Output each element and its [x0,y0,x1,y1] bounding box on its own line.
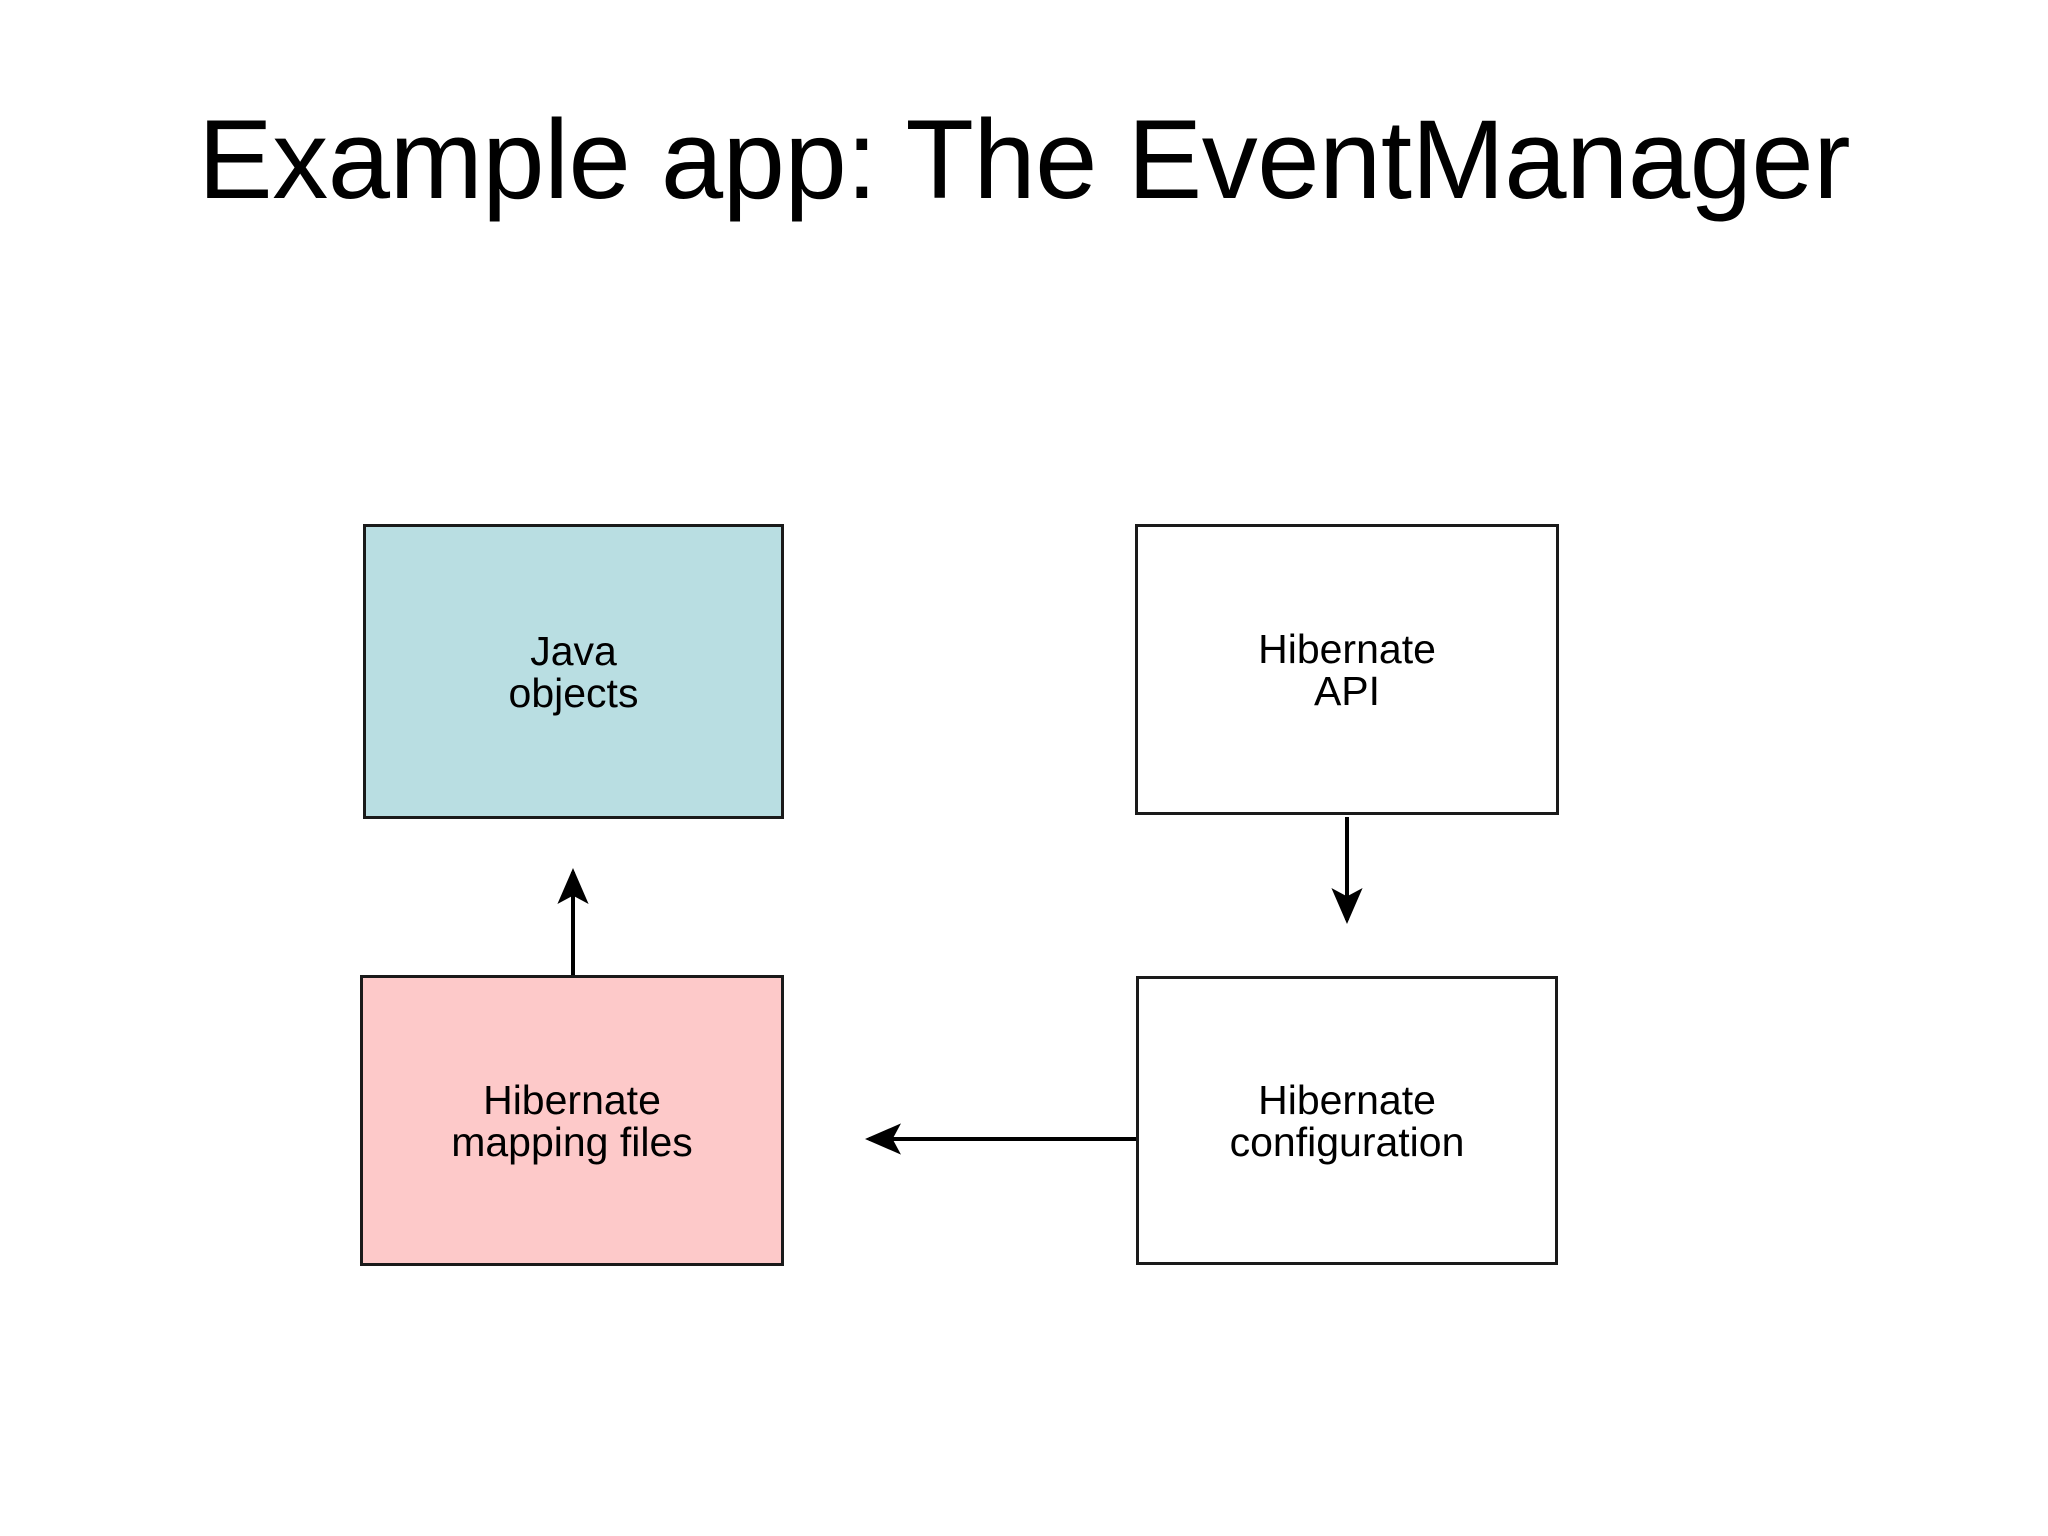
diagram-node-label: Hibernate mapping files [451,1076,693,1165]
diagram-node-label: Hibernate configuration [1229,1076,1465,1165]
diagram-node-label: Hibernate API [1258,625,1436,714]
page-title: Example app: The EventManager [198,97,1851,222]
diagram-node-hibernate-mapping-files[interactable]: Hibernate mapping files [360,975,784,1266]
diagram-node-hibernate-configuration[interactable]: Hibernate configuration [1136,976,1558,1265]
diagram-node-hibernate-api[interactable]: Hibernate API [1135,524,1559,815]
diagram-node-java-objects[interactable]: Java objects [363,524,784,819]
diagram-node-label: Java objects [508,627,639,716]
